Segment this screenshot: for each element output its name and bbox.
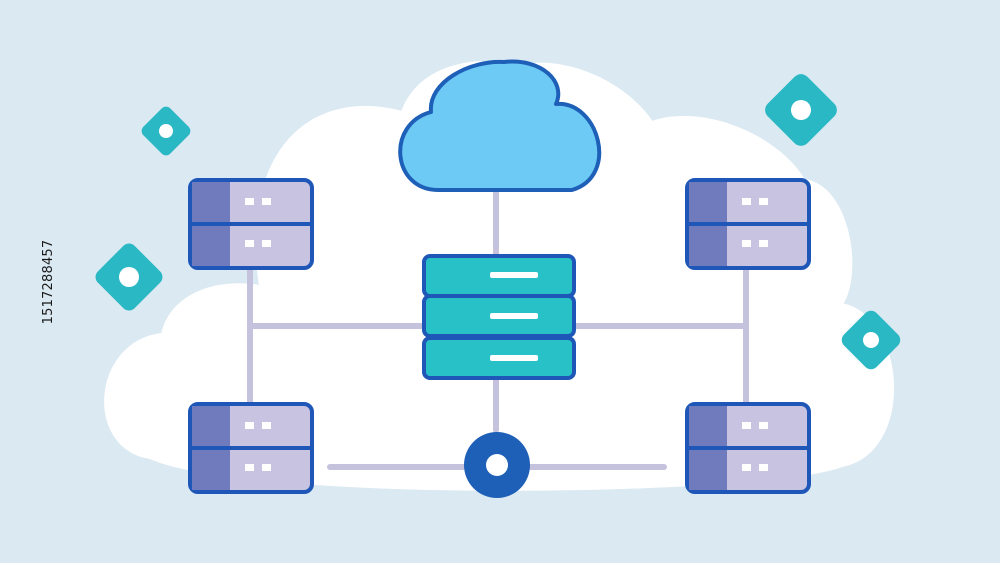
server-top-left-dark-panel-2	[192, 224, 230, 266]
cloud-icon	[398, 59, 602, 192]
server-top-right-led-1	[742, 198, 751, 205]
server-bottom-left-led-4	[262, 464, 271, 471]
server-bottom-left-led-2	[262, 422, 271, 429]
diamond-icon-left-bottom	[95, 243, 163, 311]
server-top-right-dark-panel-2	[689, 224, 727, 266]
diamond-right-bottom-dot	[863, 332, 879, 348]
central-server-stack	[422, 254, 576, 380]
server-icon-top-right	[685, 178, 811, 270]
hub-node-icon	[464, 432, 530, 498]
diamond-icon-left-top	[141, 106, 191, 156]
server-top-left-led-4	[262, 240, 271, 247]
cloud-shape	[398, 59, 602, 192]
server-bottom-right-dark-panel-1	[689, 406, 727, 446]
server-bottom-left-led-3	[245, 464, 254, 471]
server-top-left-led-2	[262, 198, 271, 205]
hub-node-inner	[486, 454, 508, 476]
diamond-icon-right-bottom	[841, 310, 901, 370]
stock-id-label: 1517288457	[40, 239, 56, 325]
diamond-right-top-dot	[791, 100, 811, 120]
server-bottom-left-dark-panel-2	[192, 448, 230, 490]
decorative-diamonds	[95, 74, 901, 370]
central-server-slot-3	[490, 355, 538, 361]
server-bottom-right-led-1	[742, 422, 751, 429]
server-top-right-dark-panel-1	[689, 182, 727, 222]
central-server-slot-2	[490, 313, 538, 319]
server-bottom-left-led-1	[245, 422, 254, 429]
server-top-left-led-1	[245, 198, 254, 205]
server-icon-bottom-left	[188, 402, 314, 494]
diamond-left-top-dot	[159, 124, 173, 138]
server-top-right-led-3	[742, 240, 751, 247]
server-top-left-led-3	[245, 240, 254, 247]
server-bottom-right-led-4	[759, 464, 768, 471]
diamond-icon-right-top	[765, 74, 837, 146]
server-icon-bottom-right	[685, 402, 811, 494]
server-bottom-right-led-2	[759, 422, 768, 429]
server-icon-top-left	[188, 178, 314, 270]
central-server-slot-1	[490, 272, 538, 278]
server-bottom-left-dark-panel-1	[192, 406, 230, 446]
server-top-left-dark-panel-1	[192, 182, 230, 222]
server-top-right-led-4	[759, 240, 768, 247]
server-bottom-right-led-3	[742, 464, 751, 471]
diamond-left-bottom-dot	[119, 267, 139, 287]
server-top-right-led-2	[759, 198, 768, 205]
server-bottom-right-dark-panel-2	[689, 448, 727, 490]
